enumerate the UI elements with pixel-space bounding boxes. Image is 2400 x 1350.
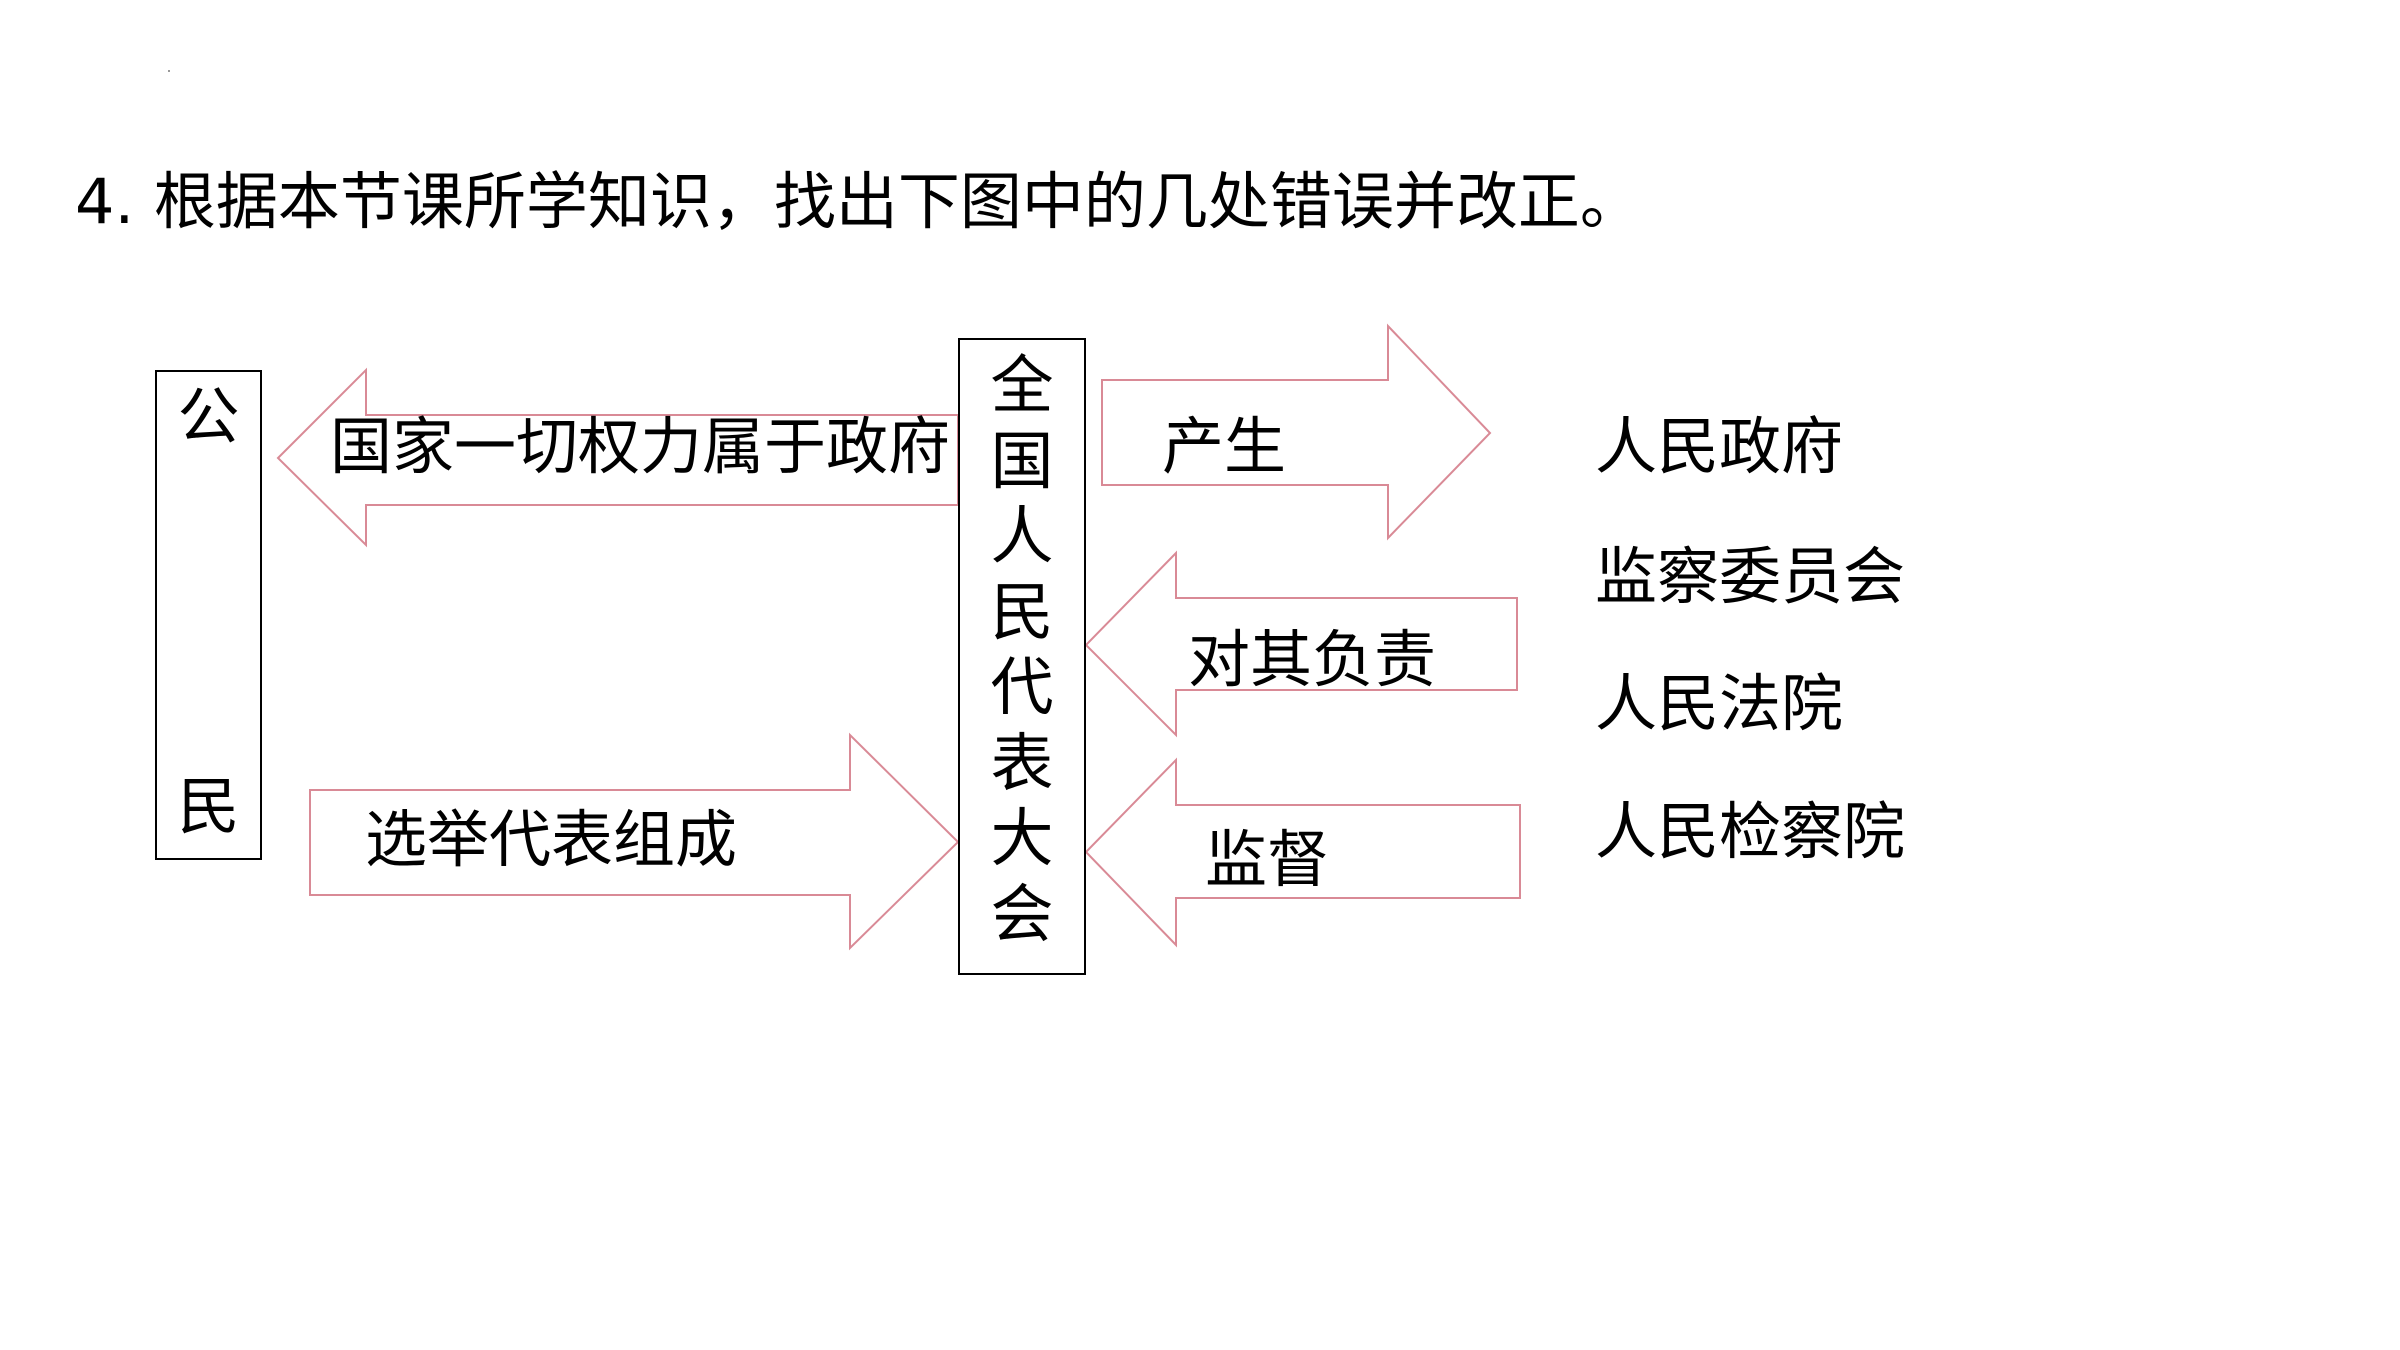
decorative-dot — [168, 70, 170, 72]
label-supervise: 监督 — [1205, 823, 1330, 896]
label-elect-representatives: 选举代表组成 — [365, 803, 738, 876]
organ-supervisory-commission: 监察委员会 — [1595, 540, 1906, 613]
organ-government: 人民政府 — [1595, 410, 1844, 483]
label-power-belongs: 国家一切权力属于政府 — [330, 410, 951, 483]
arrow-right-top — [1101, 323, 1492, 541]
label-produce: 产生 — [1162, 410, 1287, 483]
organ-procuratorate: 人民检察院 — [1595, 795, 1906, 868]
organ-court: 人民法院 — [1595, 667, 1844, 740]
citizen-char-bottom: 民 — [177, 770, 240, 843]
question-text: 4. 根据本节课所学知识，找出下图中的几处错误并改正。 — [75, 165, 1642, 238]
label-responsible: 对其负责 — [1188, 623, 1437, 696]
npc-box: 全国人民代表大会 — [958, 338, 1086, 975]
citizen-char-top: 公 — [177, 380, 240, 453]
arrow-right-bottom — [1084, 757, 1521, 948]
citizen-box: 公 民 — [155, 370, 262, 860]
npc-title: 全国人民代表大会 — [990, 349, 1054, 951]
arrow-left-bottom — [309, 732, 960, 951]
arrow-right-middle — [1084, 550, 1518, 738]
